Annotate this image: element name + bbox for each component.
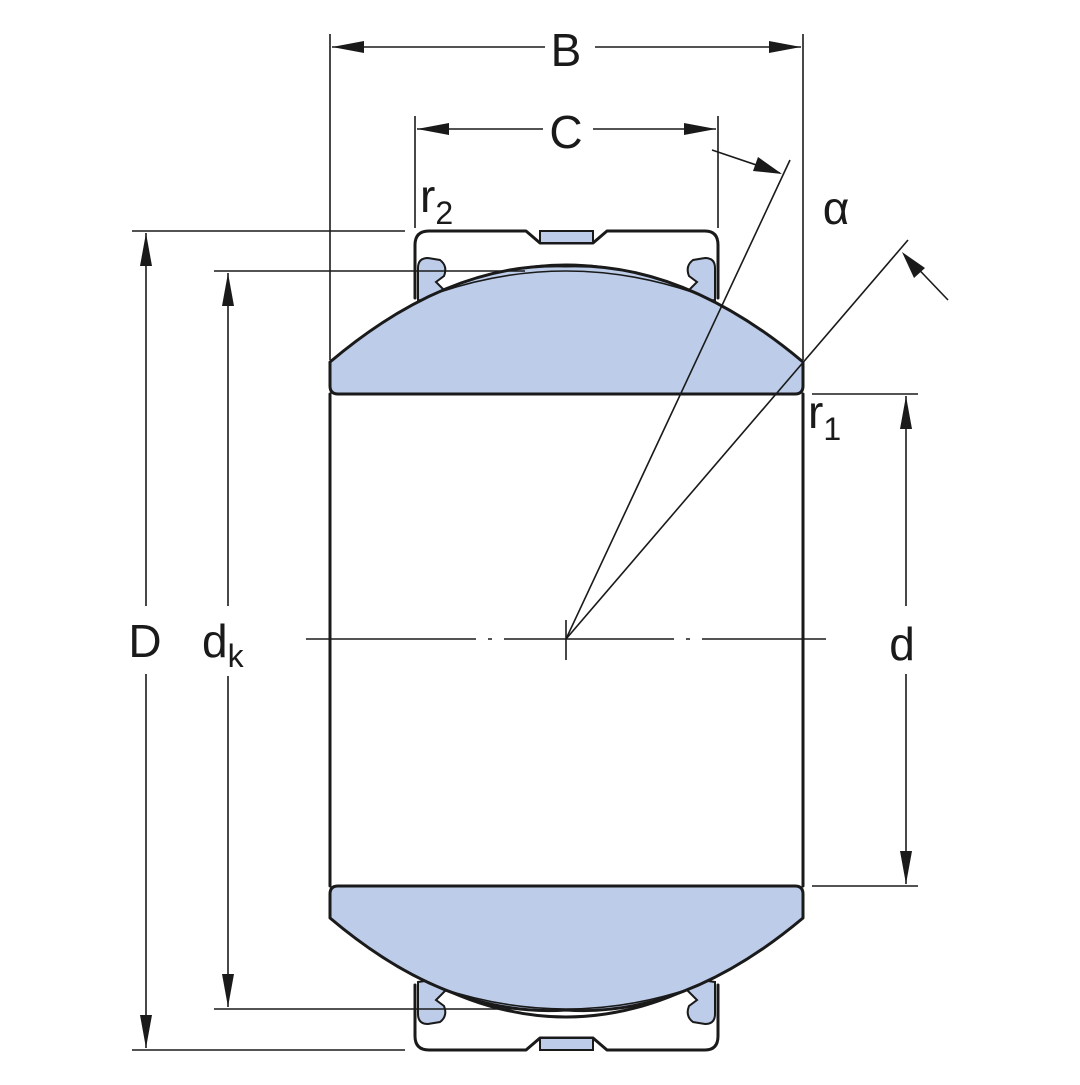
inner-ring-top [328,264,805,396]
dimension-D: D [128,230,405,1051]
lube-slot-top [539,230,594,244]
inner-ring-bottom [328,884,805,1013]
label-r1: r1 [808,386,841,447]
lube-slot-bottom [539,1037,594,1051]
label-r2: r2 [420,170,453,231]
inner-ring [328,264,805,1013]
dimension-dk: dk [202,270,525,1010]
label-B: B [551,24,582,76]
seal-bottom-left [417,978,448,1026]
dimension-d: d [812,393,918,887]
label-dk: dk [202,615,245,674]
label-D: D [128,615,161,667]
label-d: d [889,618,915,670]
seal-bottom-right [685,978,716,1026]
dimension-C: C [414,106,719,228]
dimension-B: B [329,24,804,360]
label-C: C [549,106,582,158]
label-alpha: α [823,182,850,234]
tilt-angle-lines [565,149,949,640]
